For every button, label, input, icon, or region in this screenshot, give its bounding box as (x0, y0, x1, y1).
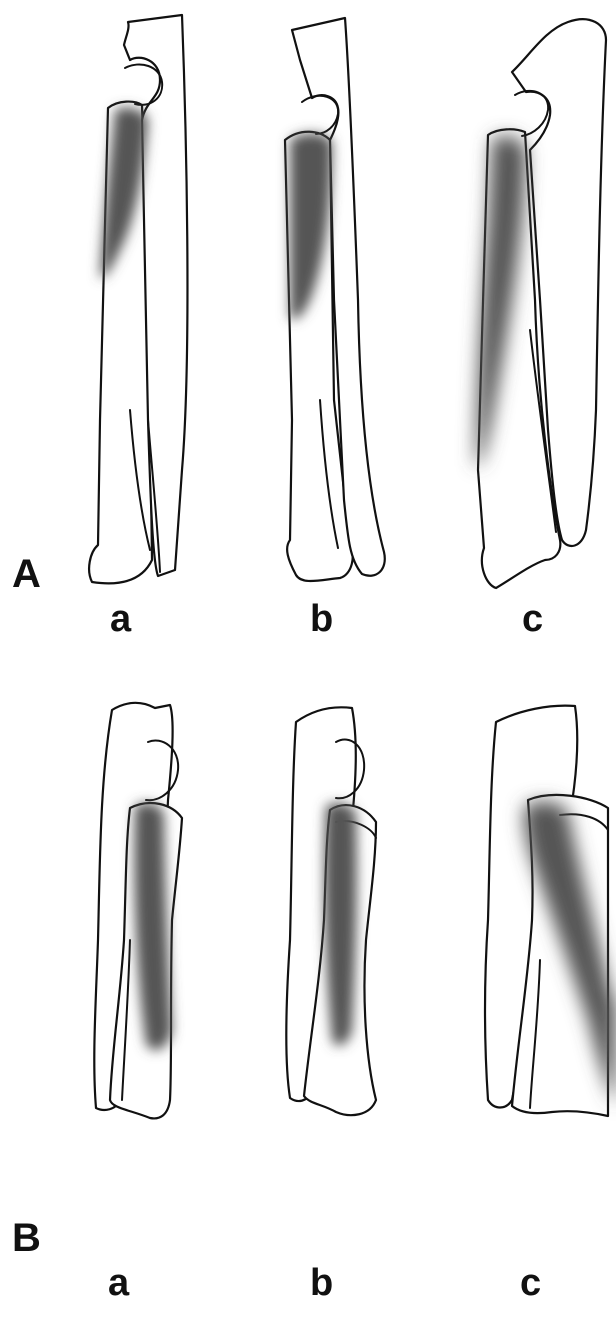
specimen-label-b: b (310, 1264, 333, 1302)
panel-label-B: B (12, 1218, 41, 1258)
specimen-label-c: c (522, 600, 543, 638)
panel-label-A: A (12, 554, 41, 594)
bone-diagram-a-b (94, 703, 182, 1119)
specimen-label-a: a (108, 1264, 129, 1302)
specimen-label-a: a (110, 600, 131, 638)
bone-diagram-b-b (286, 707, 376, 1115)
bone-diagram-b-a (285, 18, 385, 581)
bone-diagram-c-b (485, 706, 616, 1116)
bone-diagram-a-a (89, 15, 187, 583)
bone-diagram-c-a (476, 19, 606, 588)
specimen-label-b: b (310, 600, 333, 638)
specimen-label-c: c (520, 1264, 541, 1302)
